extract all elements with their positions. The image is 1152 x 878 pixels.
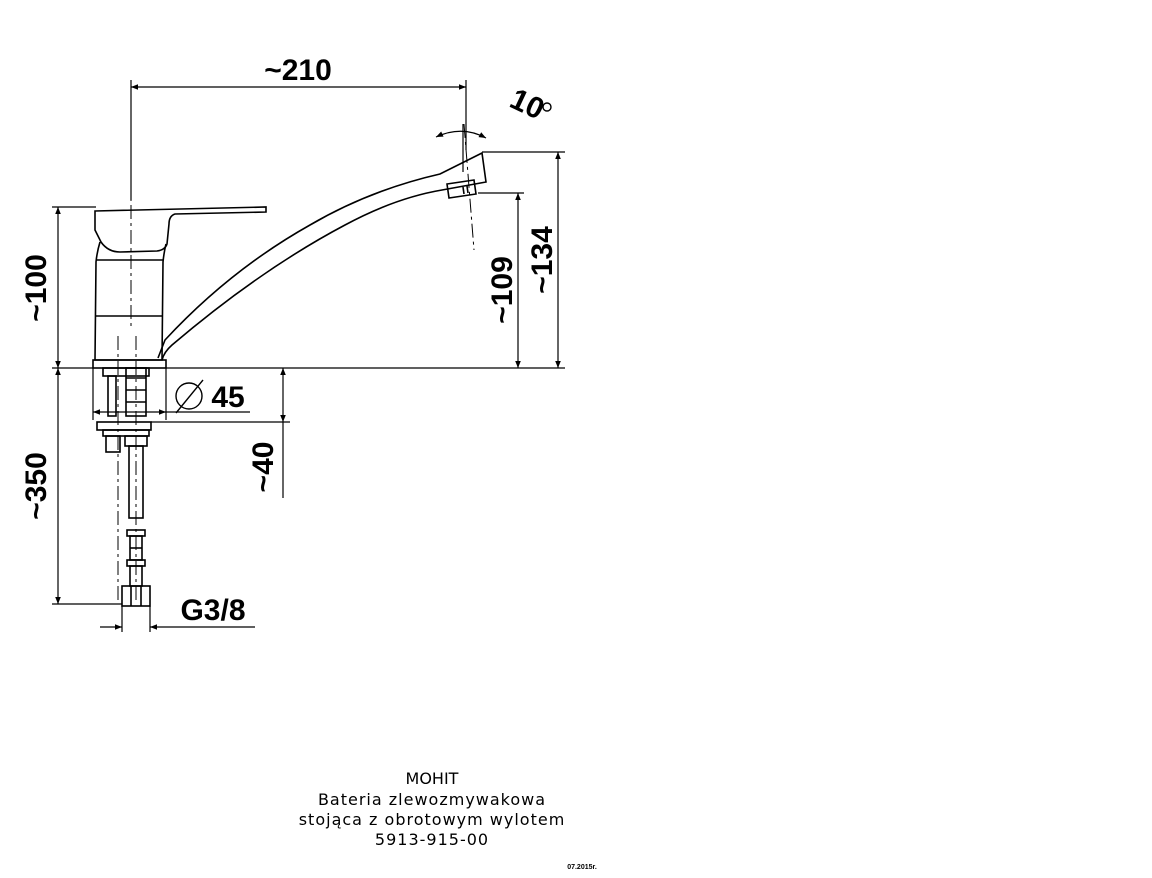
- product-name: MOHIT: [406, 769, 459, 788]
- center-lines: [117, 80, 475, 600]
- drawing-date: 07.2015r.: [567, 864, 597, 871]
- product-description-2: stojąca z obrotowym wylotem: [299, 810, 566, 829]
- spout: [157, 151, 487, 361]
- dim-thread: G3/8: [180, 594, 245, 627]
- dim-outlet-height: ~109: [486, 256, 519, 324]
- dim-angle: 10: [505, 82, 549, 126]
- dim-spout-height: ~134: [526, 226, 559, 294]
- dimension-lines: [52, 80, 565, 632]
- faucet-outline: [92, 151, 487, 369]
- product-code: 5913-915-00: [375, 830, 489, 849]
- dim-body-height: ~100: [20, 254, 53, 322]
- aerator: [446, 179, 477, 199]
- dim-mount-depth: ~40: [247, 442, 280, 493]
- product-description-1: Bateria zlewozmywakowa: [318, 790, 546, 809]
- dim-diameter: 45: [211, 381, 244, 414]
- base-ring: [92, 359, 167, 369]
- diameter-symbol-icon: [175, 379, 204, 414]
- degree-symbol-icon: [542, 102, 552, 112]
- title-block: MOHIT Bateria zlewozmywakowa stojąca z o…: [299, 769, 597, 871]
- dim-spout-reach: ~210: [264, 54, 332, 87]
- dim-hose-length: ~350: [20, 452, 53, 520]
- mounting-assembly: [96, 367, 152, 607]
- lever-handle: [94, 206, 267, 253]
